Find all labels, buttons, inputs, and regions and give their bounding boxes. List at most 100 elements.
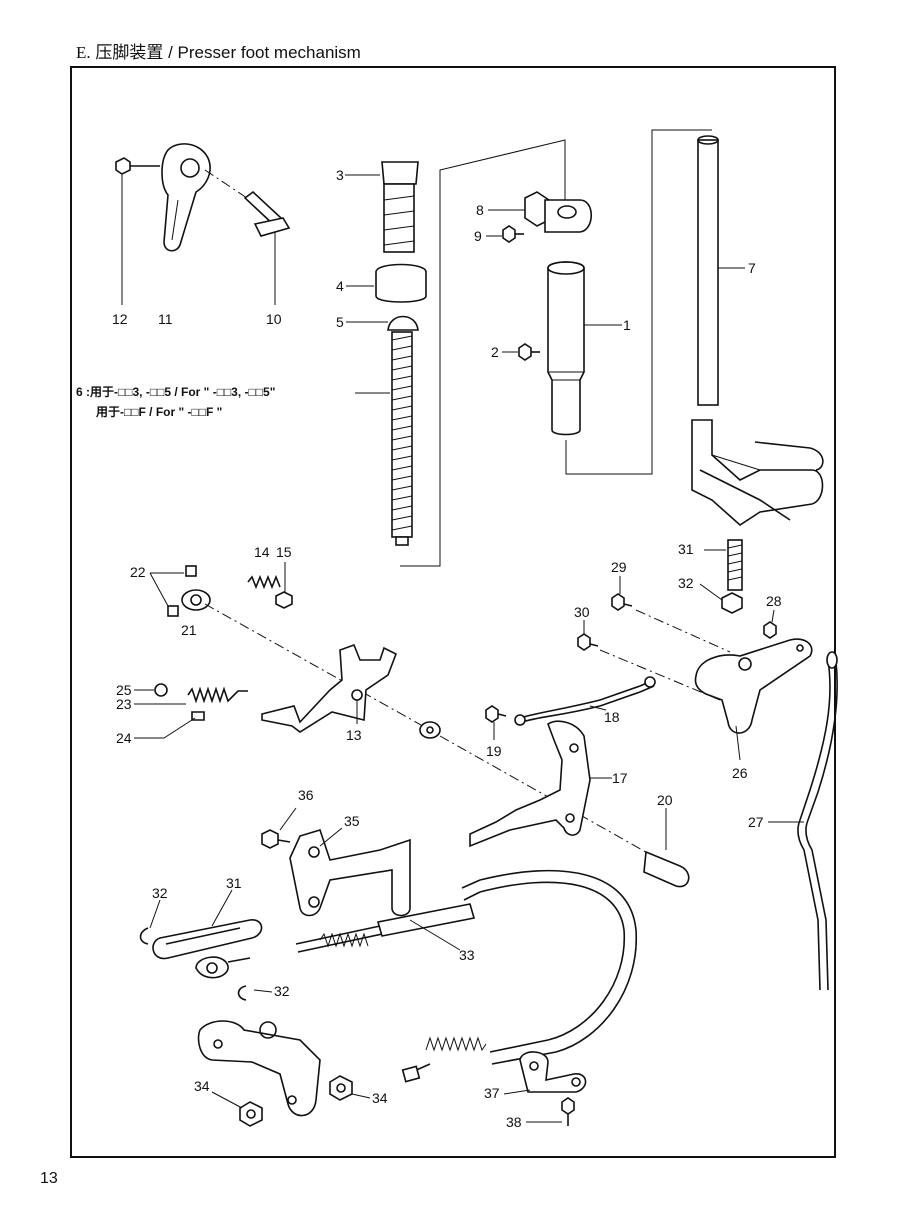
part-31-stud [704, 539, 743, 591]
part-22-setscrew [149, 565, 197, 617]
part-32-eclip-upper [139, 899, 161, 945]
part-38-screw [526, 1097, 575, 1126]
callout-17: 17 [612, 770, 628, 786]
callout-7: 7 [748, 260, 756, 276]
callout-9: 9 [474, 228, 482, 244]
callout-35: 35 [344, 813, 360, 829]
part-8-collar [488, 191, 593, 233]
callout-13: 13 [346, 727, 362, 743]
callout-18: 18 [604, 709, 620, 725]
callout-34-right: 34 [372, 1090, 388, 1106]
title-separator: / [163, 43, 178, 62]
callout-24: 24 [116, 730, 132, 746]
callout-36: 36 [298, 787, 314, 803]
callout-4: 4 [336, 278, 344, 294]
part-12-screw [115, 157, 160, 305]
part-3-screw [345, 161, 419, 253]
part-34-nut-right [329, 1075, 371, 1101]
callout-29: 29 [611, 559, 627, 575]
presser-foot-bracket [691, 419, 824, 527]
part-35-bracket [289, 827, 411, 917]
callout-20: 20 [657, 792, 673, 808]
part-26-plate [694, 638, 813, 761]
section-letter: E. [76, 43, 91, 62]
callout-2: 2 [491, 344, 499, 360]
cable-bracket [197, 1020, 321, 1117]
callout-31-lower: 31 [226, 875, 242, 891]
callout-1: 1 [623, 317, 631, 333]
callout-8: 8 [476, 202, 484, 218]
part-28-screw [763, 609, 777, 639]
part-14-spring [247, 574, 281, 590]
part-33-cable [195, 869, 637, 1083]
part-23-spring [134, 686, 248, 705]
callout-26: 26 [732, 765, 748, 781]
callout-5: 5 [336, 314, 344, 330]
assembly-guide-line [400, 139, 566, 567]
callout-38: 38 [506, 1114, 522, 1130]
callout-28: 28 [766, 593, 782, 609]
part-13-plate [261, 643, 398, 733]
washer [419, 721, 441, 739]
callout-21: 21 [181, 622, 197, 638]
part-21-collar [181, 589, 211, 611]
part-31-lever [152, 889, 263, 960]
part-34-nut-left [211, 1091, 263, 1127]
callout-3: 3 [336, 167, 344, 183]
callout-32-bottom: 32 [274, 983, 290, 999]
part-19-screw [485, 705, 507, 740]
part-37-clamp [503, 1051, 587, 1095]
callout-33: 33 [459, 947, 475, 963]
axis-line [635, 609, 731, 653]
part-25-nut [134, 683, 168, 697]
page-number: 13 [40, 1170, 58, 1187]
part-29-screw [611, 576, 633, 611]
callout-11: 11 [158, 311, 173, 327]
callout-14: 14 [254, 544, 270, 560]
part-7-presser-bar [697, 135, 745, 406]
callout-22: 22 [130, 564, 146, 580]
part-32-eclip-lower [237, 985, 273, 1001]
callout-12: 12 [112, 311, 128, 327]
part-6-note: 6 :用于-□□3, -□□5 / For " -□□3, -□□5" 用于-□… [76, 385, 275, 419]
callout-30: 30 [574, 604, 590, 620]
part-24-screw [134, 711, 205, 739]
callout-34-left: 34 [194, 1078, 210, 1094]
part-6-stud [355, 331, 413, 546]
axis-line [204, 603, 431, 731]
callout-31-upper: 31 [678, 541, 694, 557]
part-27-rod [768, 651, 838, 991]
part-32-nut [699, 583, 743, 614]
part-20-pin [643, 808, 690, 888]
part-2-screw [502, 343, 540, 361]
part-18-link [514, 676, 656, 726]
callout-27: 27 [748, 814, 764, 830]
callout-32-upper: 32 [678, 575, 694, 591]
assembly-guide-line [565, 129, 712, 475]
page-title: E. 压脚装置 / Presser foot mechanism [76, 38, 361, 63]
part-9-screw [486, 225, 524, 243]
callout-37: 37 [484, 1085, 500, 1101]
part-6-note-line2: 用于-□□F / For " -□□F " [95, 405, 222, 419]
callout-15: 15 [276, 544, 292, 560]
part-17-lever [469, 720, 612, 848]
part-36-screw [261, 807, 297, 849]
callout-23: 23 [116, 696, 132, 712]
part-6-note-line1: 6 :用于-□□3, -□□5 / For " -□□3, -□□5" [76, 385, 275, 399]
callout-10: 10 [266, 311, 282, 327]
part-30-screw [577, 620, 599, 651]
callout-32-left: 32 [152, 885, 168, 901]
part-11-lever [161, 143, 211, 252]
part-4-nut [346, 263, 427, 303]
part-10-pin [204, 169, 291, 305]
part-1-sleeve [547, 261, 622, 436]
title-chinese: 压脚装置 [95, 43, 164, 62]
part-15-nut [275, 562, 293, 609]
part-5-cap [346, 315, 419, 331]
callout-19: 19 [486, 743, 502, 759]
axis-line [599, 649, 721, 701]
diagram-frame [70, 66, 836, 1158]
title-english: Presser foot mechanism [177, 43, 361, 62]
callout-25: 25 [116, 682, 132, 698]
